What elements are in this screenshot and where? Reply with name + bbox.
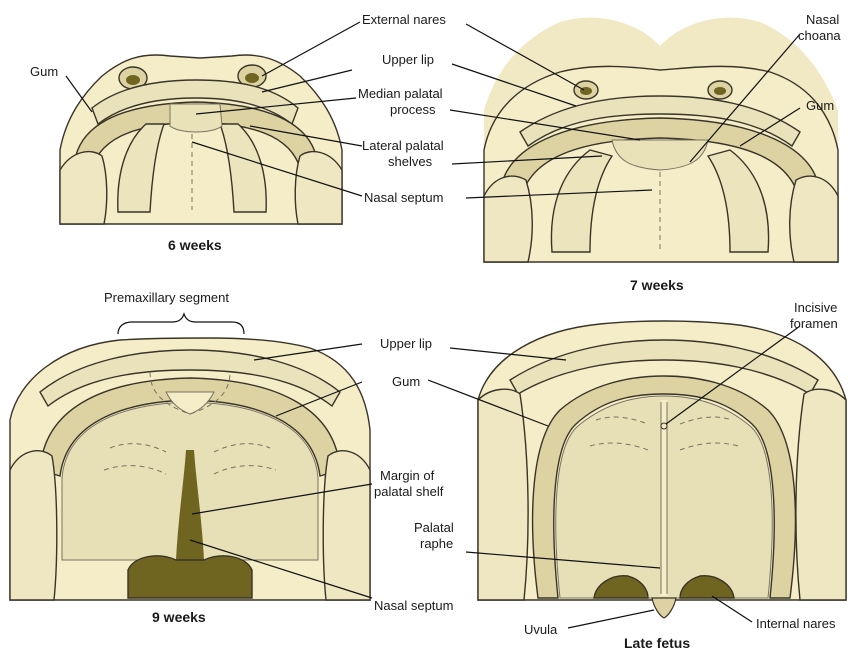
label-nasal-septum-6-weeks: Nasal septum	[364, 190, 443, 205]
late-fetus-cheek-left	[478, 389, 528, 600]
nine-weeks-cheek-left	[10, 451, 57, 600]
seven-weeks-cheek-right	[790, 176, 838, 262]
panel-9-weeks	[10, 338, 370, 600]
label-margin-palatal-shelf-line1: Margin of	[380, 468, 435, 483]
six-weeks-median-process	[170, 104, 222, 132]
label-palatal-raphe-line2: raphe	[420, 536, 453, 551]
caption-late-fetus: Late fetus	[624, 635, 690, 651]
label-gum-9-weeks: Gum	[392, 374, 420, 389]
panel-late-fetus	[478, 321, 846, 618]
caption-9-weeks: 9 weeks	[152, 609, 206, 625]
label-median-palatal-process-line2: process	[390, 102, 436, 117]
label-nasal-choana-line2: choana	[798, 28, 841, 43]
label-gum-6-weeks: Gum	[30, 64, 58, 79]
six-weeks-cheek-left	[60, 152, 107, 224]
label-internal-nares: Internal nares	[756, 616, 836, 631]
label-margin-palatal-shelf-line2: palatal shelf	[374, 484, 444, 499]
panel-6-weeks	[60, 55, 342, 224]
label-median-palatal-process-line1: Median palatal	[358, 86, 443, 101]
label-nasal-septum-9-weeks: Nasal septum	[374, 598, 453, 613]
label-palatal-raphe-line1: Palatal	[414, 520, 454, 535]
label-lateral-palatal-shelves-line1: Lateral palatal	[362, 138, 444, 153]
label-upper-lip-6-weeks: Upper lip	[382, 52, 434, 67]
nine-weeks-cheek-right	[323, 451, 370, 600]
late-fetus-uvula	[652, 598, 676, 618]
label-incisive-foramen-line1: Incisive	[794, 300, 837, 315]
premaxillary-bracket	[118, 314, 244, 334]
panel-7-weeks	[484, 18, 838, 262]
label-lateral-palatal-shelves-line2: shelves	[388, 154, 433, 169]
nine-weeks-nasal-openings	[128, 556, 252, 598]
label-gum-7-weeks: Gum	[806, 98, 834, 113]
label-incisive-foramen-line2: foramen	[790, 316, 838, 331]
label-uvula: Uvula	[524, 622, 558, 637]
caption-7-weeks: 7 weeks	[630, 277, 684, 293]
seven-weeks-cheek-left	[484, 176, 532, 262]
label-external-nares: External nares	[362, 12, 446, 27]
late-fetus-cheek-right	[796, 389, 846, 600]
label-upper-lip-9-weeks: Upper lip	[380, 336, 432, 351]
caption-6-weeks: 6 weeks	[168, 237, 222, 253]
label-nasal-choana-line1: Nasal	[806, 12, 839, 27]
label-premaxillary-segment: Premaxillary segment	[104, 290, 229, 305]
